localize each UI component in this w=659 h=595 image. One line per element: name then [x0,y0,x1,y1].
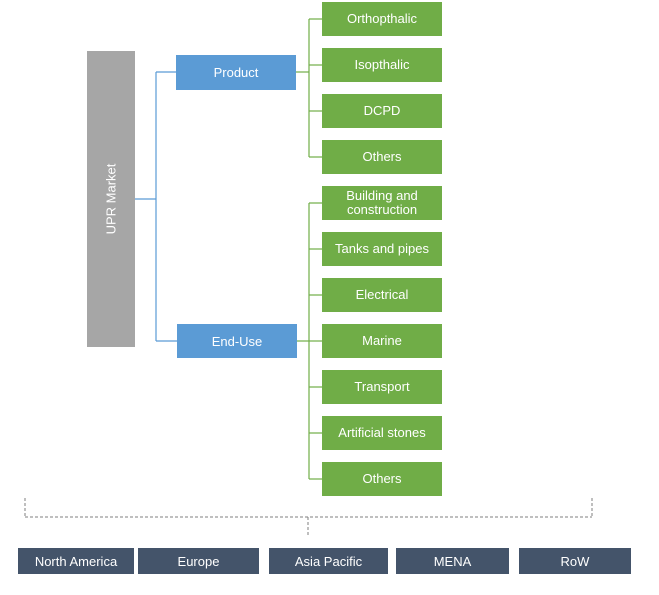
leaf-orthopthalic: Orthopthalic [322,2,442,36]
region-asia-pacific: Asia Pacific [269,548,388,574]
leaf-electrical: Electrical [322,278,442,312]
leaf-label: Building and construction [346,188,418,217]
leaf-label: Marine [362,333,402,348]
leaf-artificial-stones: Artificial stones [322,416,442,450]
leaf-end-use-others: Others [322,462,442,496]
region-mena: MENA [396,548,509,574]
region-europe: Europe [138,548,259,574]
leaf-product-others: Others [322,140,442,174]
root-node-upr-market: UPR Market [87,51,135,347]
leaf-dcpd: DCPD [322,94,442,128]
category-product: Product [176,55,296,90]
leaf-label: Electrical [355,287,409,302]
leaf-tanks-and-pipes: Tanks and pipes [322,232,442,266]
leaf-label: DCPD [363,103,401,118]
leaf-label: Isopthalic [354,57,410,72]
leaf-label: Transport [354,379,410,394]
leaf-label: Others [362,149,402,164]
leaf-transport: Transport [322,370,442,404]
leaf-marine: Marine [322,324,442,358]
root-label: UPR Market [103,163,119,235]
leaf-label: Orthopthalic [346,11,418,26]
category-end-use: End-Use [177,324,297,358]
region-north-america: North America [18,548,134,574]
leaf-isopthalic: Isopthalic [322,48,442,82]
leaf-label: Tanks and pipes [335,241,429,256]
leaf-building-and-construction: Building and construction [322,186,442,220]
region-row: RoW [519,548,631,574]
leaf-label: Others [362,471,402,486]
leaf-label: Artificial stones [338,425,426,440]
